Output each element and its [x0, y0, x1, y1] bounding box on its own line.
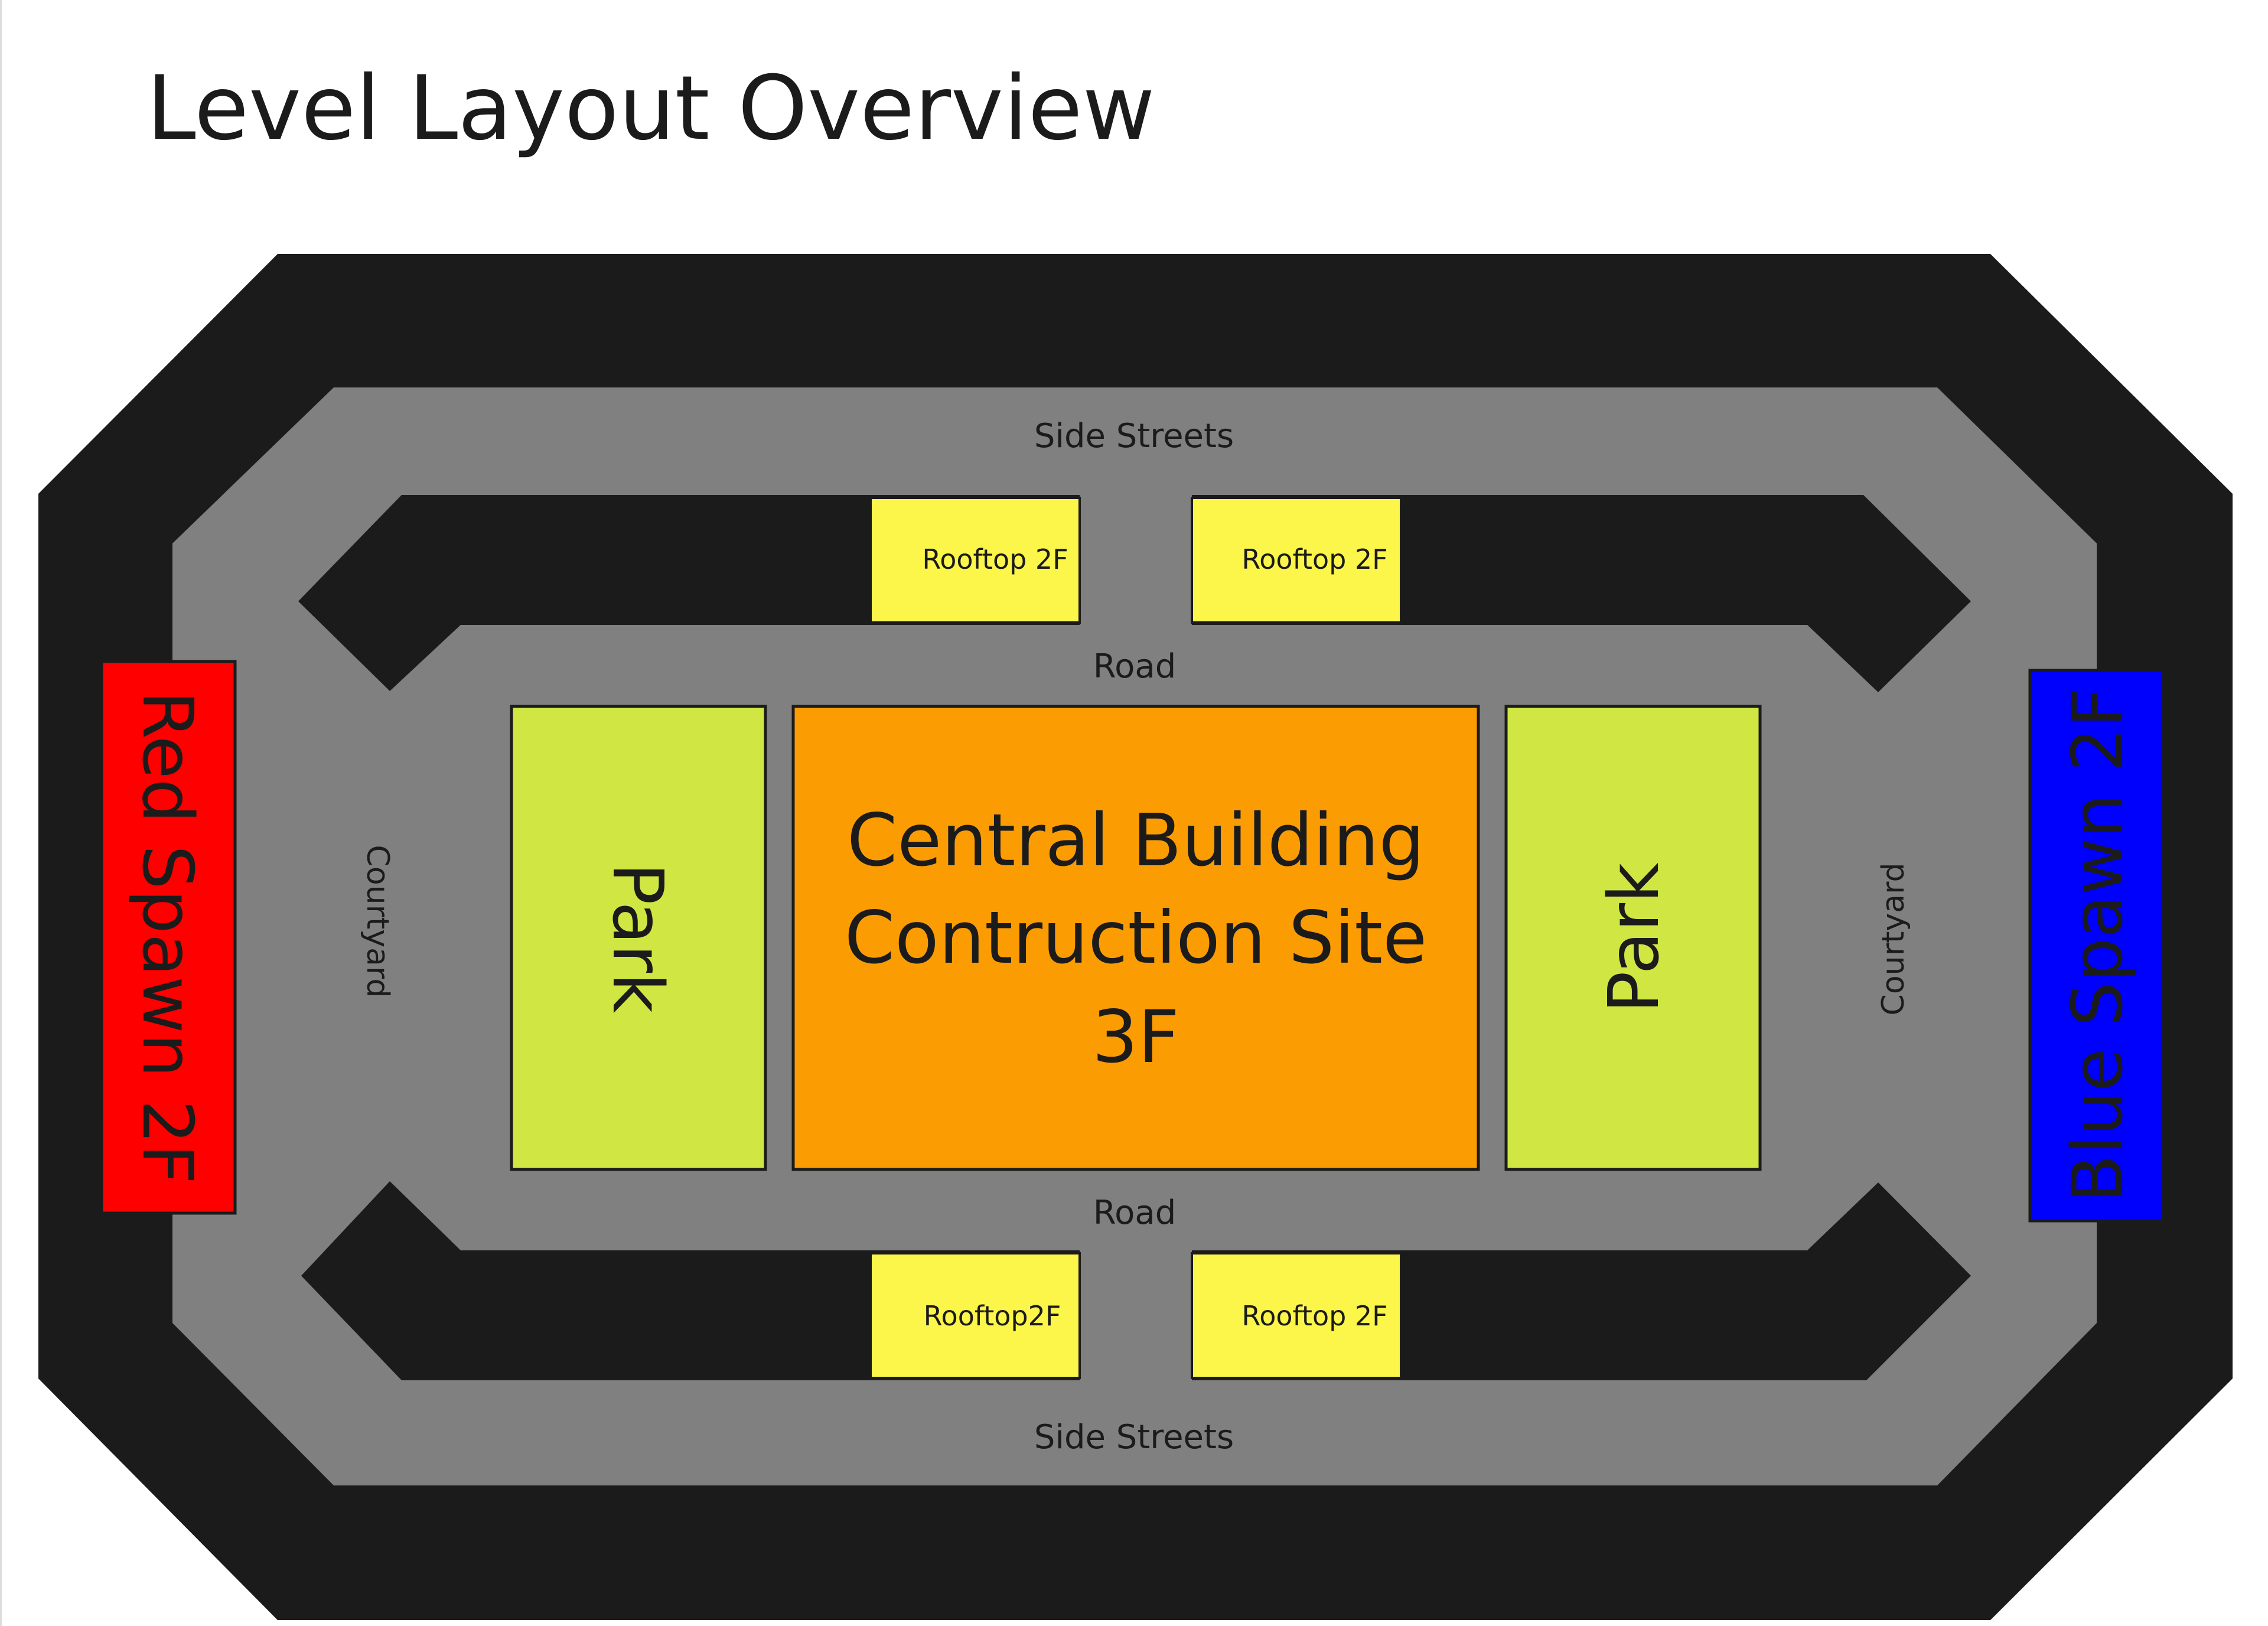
- park-right-label: Park: [1593, 862, 1674, 1013]
- rooftop-bottom-left-label: Rooftop2F: [924, 1300, 1061, 1332]
- road-top-label: Road: [1093, 647, 1177, 686]
- diagram-title: Level Layout Overview: [146, 57, 1155, 160]
- road-gap-bottom: [1080, 1249, 1192, 1381]
- park-left-label: Park: [597, 862, 679, 1013]
- park-right: Park: [1504, 705, 1762, 1171]
- rooftop-top-right: Rooftop 2F: [1191, 497, 1402, 624]
- rooftop-top-left-label: Rooftop 2F: [922, 543, 1068, 575]
- rooftop-top-left: Rooftop 2F: [869, 497, 1081, 624]
- park-left: Park: [510, 705, 767, 1171]
- central-building: Central Building Contruction Site 3F: [791, 705, 1480, 1171]
- blue-spawn: Blue Spawn 2F: [2028, 669, 2165, 1223]
- rooftop-bottom-left: Rooftop2F: [869, 1252, 1081, 1379]
- central-building-line1: Central Building: [847, 799, 1425, 882]
- courtyard-right-label: Courtyard: [1876, 863, 1911, 1016]
- rooftop-bottom-right: Rooftop 2F: [1191, 1252, 1402, 1379]
- side-streets-top-label: Side Streets: [1034, 417, 1234, 455]
- road-bottom-label: Road: [1093, 1194, 1177, 1232]
- central-building-line2: Contruction Site: [845, 896, 1427, 980]
- blue-spawn-label: Blue Spawn 2F: [2057, 687, 2138, 1203]
- page-edge: [0, 0, 2, 1626]
- red-spawn-label: Red Spawn 2F: [127, 690, 208, 1184]
- road-gap-top: [1080, 494, 1192, 626]
- rooftop-bottom-right-label: Rooftop 2F: [1241, 1300, 1387, 1332]
- central-building-line3: 3F: [1092, 995, 1179, 1079]
- side-streets-bottom-label: Side Streets: [1034, 1418, 1234, 1456]
- courtyard-left-label: Courtyard: [360, 845, 395, 998]
- red-spawn: Red Spawn 2F: [100, 660, 237, 1215]
- rooftop-top-right-label: Rooftop 2F: [1241, 543, 1387, 575]
